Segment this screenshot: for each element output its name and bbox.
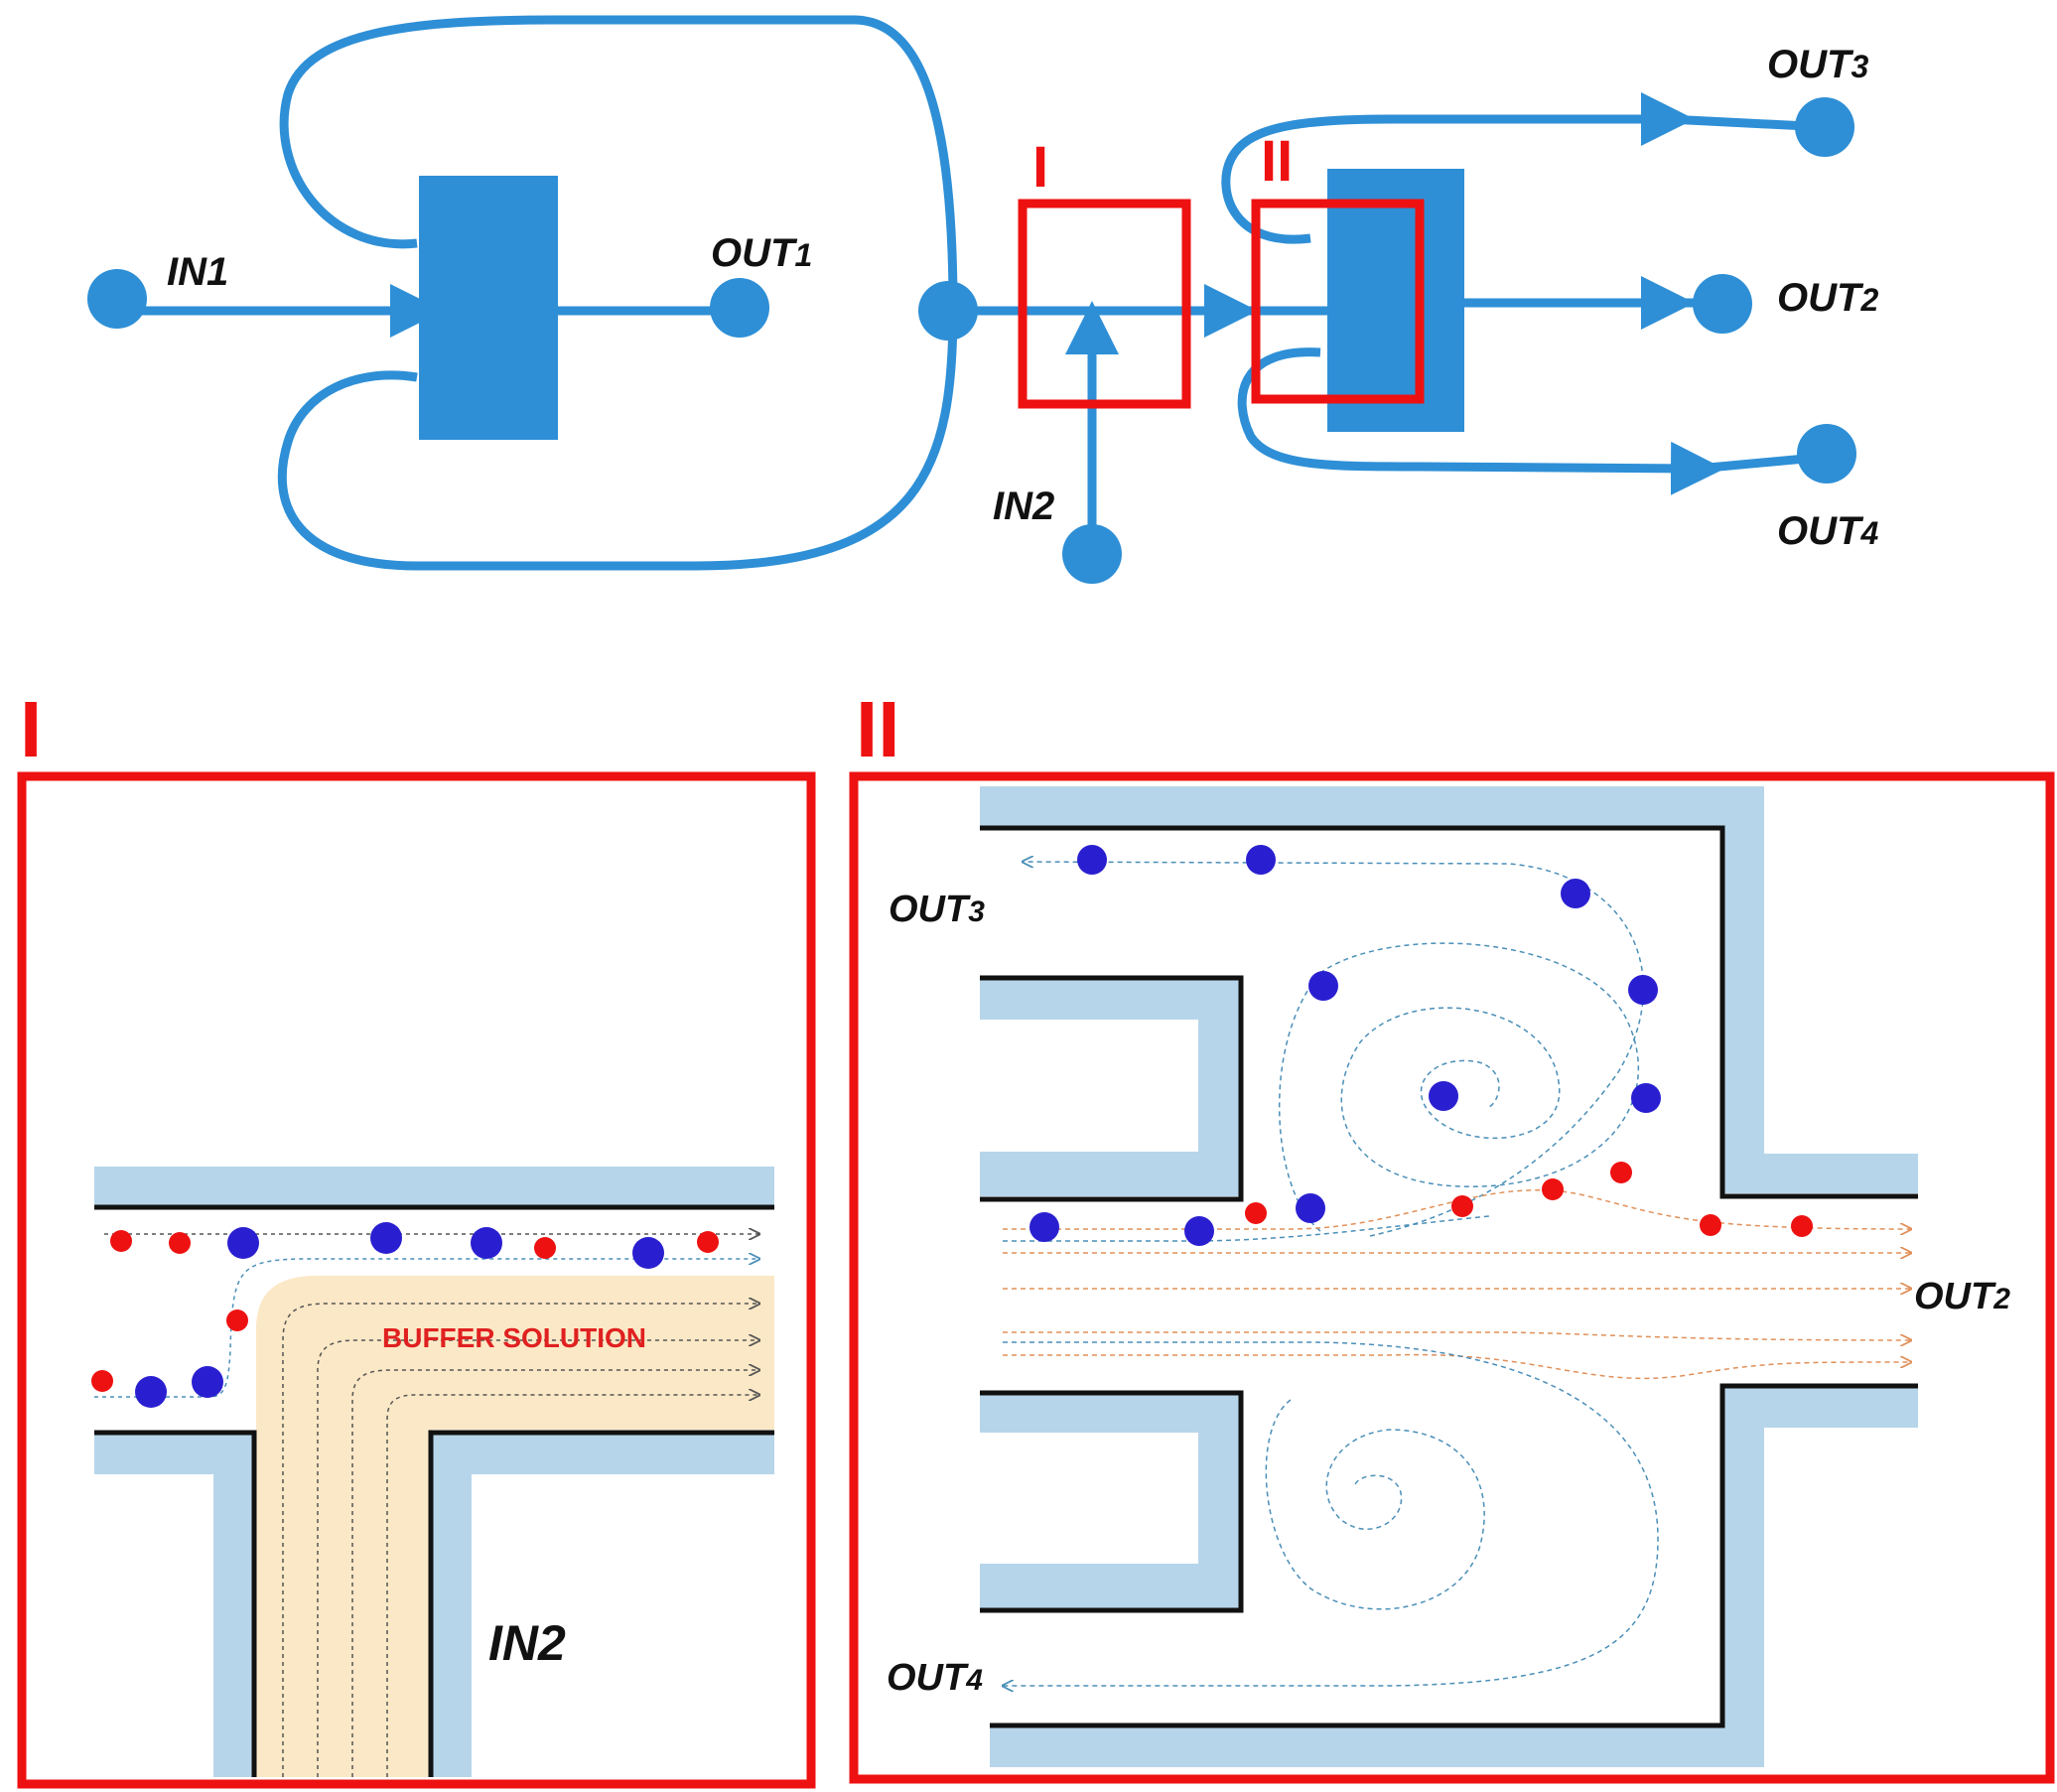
lower-vortex-stroke xyxy=(1265,1399,1485,1610)
blue-particle xyxy=(1429,1081,1458,1111)
red-particle xyxy=(1245,1202,1267,1224)
red-particle xyxy=(1700,1214,1721,1236)
detail-2-out3-label: OUT3 xyxy=(889,889,985,930)
upper-vortex-stroke xyxy=(1279,942,1639,1232)
region-1-box xyxy=(1018,199,1191,409)
separator-block xyxy=(1327,169,1464,432)
left-vertical-wall-fill xyxy=(213,1435,253,1777)
upper-fin-bottom-fill xyxy=(980,1152,1243,1196)
red-particle xyxy=(1542,1178,1564,1200)
detail-1-geometry xyxy=(91,1167,774,1777)
detail-1-title: I xyxy=(20,685,42,773)
right-vertical-wall-fill xyxy=(432,1435,472,1777)
outer-loop-channel xyxy=(277,15,958,571)
streamline-buffer-2 xyxy=(317,1340,759,1777)
region-1-label: I xyxy=(1032,135,1048,200)
lower-fin-edge xyxy=(980,1390,1244,1613)
junction-port xyxy=(918,281,978,341)
blue-particle xyxy=(1561,879,1590,908)
red-particle xyxy=(169,1232,191,1254)
blue-particle xyxy=(1077,845,1107,875)
streamline-out4 xyxy=(1003,1341,1659,1686)
blue-particle xyxy=(227,1227,259,1259)
red-particle xyxy=(110,1230,132,1252)
streamline-buffer-4 xyxy=(386,1395,759,1777)
chamber-block xyxy=(419,176,558,440)
red-particle xyxy=(1451,1195,1473,1217)
out2-port xyxy=(1693,274,1752,334)
red-particle xyxy=(91,1370,113,1392)
detail-2-out4-label: OUT4 xyxy=(887,1657,983,1699)
bottom-right-vertical-fill xyxy=(1724,1388,1764,1765)
top-right-vertical-fill xyxy=(1724,786,1764,1193)
out4-port xyxy=(1797,424,1856,483)
right-upper-ledge-fill xyxy=(1724,1154,1918,1193)
out4-branch xyxy=(1237,347,1724,495)
overview-components xyxy=(87,97,1856,584)
blue-particle xyxy=(192,1366,223,1398)
region-2-label: II xyxy=(1261,129,1293,194)
region-2-box xyxy=(1251,199,1425,404)
bottom-wall-fill xyxy=(990,1727,1764,1767)
overview-highlights xyxy=(1018,199,1425,409)
top-wall-edge xyxy=(980,825,1918,1199)
out3-port xyxy=(1795,97,1854,157)
in1-port xyxy=(87,269,147,329)
detail-1-in2-label: IN2 xyxy=(488,1615,566,1671)
right-wall-edge xyxy=(428,1430,774,1777)
red-particle xyxy=(1610,1162,1632,1183)
out1-label: OUT1 xyxy=(711,231,812,275)
blue-particle xyxy=(1246,845,1276,875)
out1-port xyxy=(710,278,769,338)
red-particle xyxy=(1791,1215,1813,1237)
in1-label: IN1 xyxy=(167,250,228,294)
red-particle xyxy=(534,1237,556,1259)
buffer-solution-label: BUFFER SOLUTION xyxy=(382,1322,646,1353)
out4-label: OUT4 xyxy=(1777,509,1878,553)
streamline-buffer-1 xyxy=(282,1304,759,1777)
upper-fin-top-fill xyxy=(980,978,1198,1020)
red-particle xyxy=(697,1231,719,1253)
out2-label: OUT2 xyxy=(1777,276,1878,320)
bottom-right-wall-fill xyxy=(432,1435,774,1474)
detail-2-frame xyxy=(849,771,2055,1784)
blue-particle xyxy=(1184,1216,1214,1246)
blue-particle xyxy=(632,1237,664,1269)
detail-1-particles xyxy=(91,1222,719,1408)
detail-2-out2-label: OUT2 xyxy=(1914,1276,2010,1317)
blue-particle xyxy=(1628,975,1658,1005)
in2-label: IN2 xyxy=(993,484,1054,528)
blue-particle xyxy=(471,1227,502,1259)
detail-2-particles xyxy=(1029,845,1813,1246)
blue-particle xyxy=(135,1376,167,1408)
blue-particle xyxy=(1296,1193,1325,1223)
stream-main-1 xyxy=(1003,1189,1911,1229)
detail-2-geometry xyxy=(980,786,1918,1767)
lower-fin-right-fill xyxy=(1198,1395,1243,1579)
blue-particle xyxy=(1631,1083,1661,1113)
buffer-solution-region xyxy=(256,1276,774,1777)
detail-1-frame xyxy=(17,771,816,1789)
out3-label: OUT3 xyxy=(1767,43,1868,86)
stream-main-4 xyxy=(1003,1331,1911,1340)
left-wall-edge xyxy=(94,1430,257,1777)
detail-2-title: II xyxy=(856,685,899,773)
lower-fin-bottom-fill xyxy=(980,1564,1243,1608)
red-particle xyxy=(226,1310,248,1331)
streamline-upper xyxy=(94,1259,759,1398)
bottom-wall-edge xyxy=(990,1383,1918,1728)
stream-main-5 xyxy=(1003,1353,1911,1380)
top-wall-fill xyxy=(94,1167,774,1209)
upper-fin-edge xyxy=(980,975,1244,1202)
blue-particle xyxy=(1308,971,1338,1001)
blue-particle xyxy=(1029,1212,1059,1242)
blue-particle xyxy=(370,1222,402,1254)
in2-port xyxy=(1062,524,1122,584)
top-wall-fill xyxy=(980,786,1764,828)
upper-fin-right-fill xyxy=(1198,978,1243,1162)
